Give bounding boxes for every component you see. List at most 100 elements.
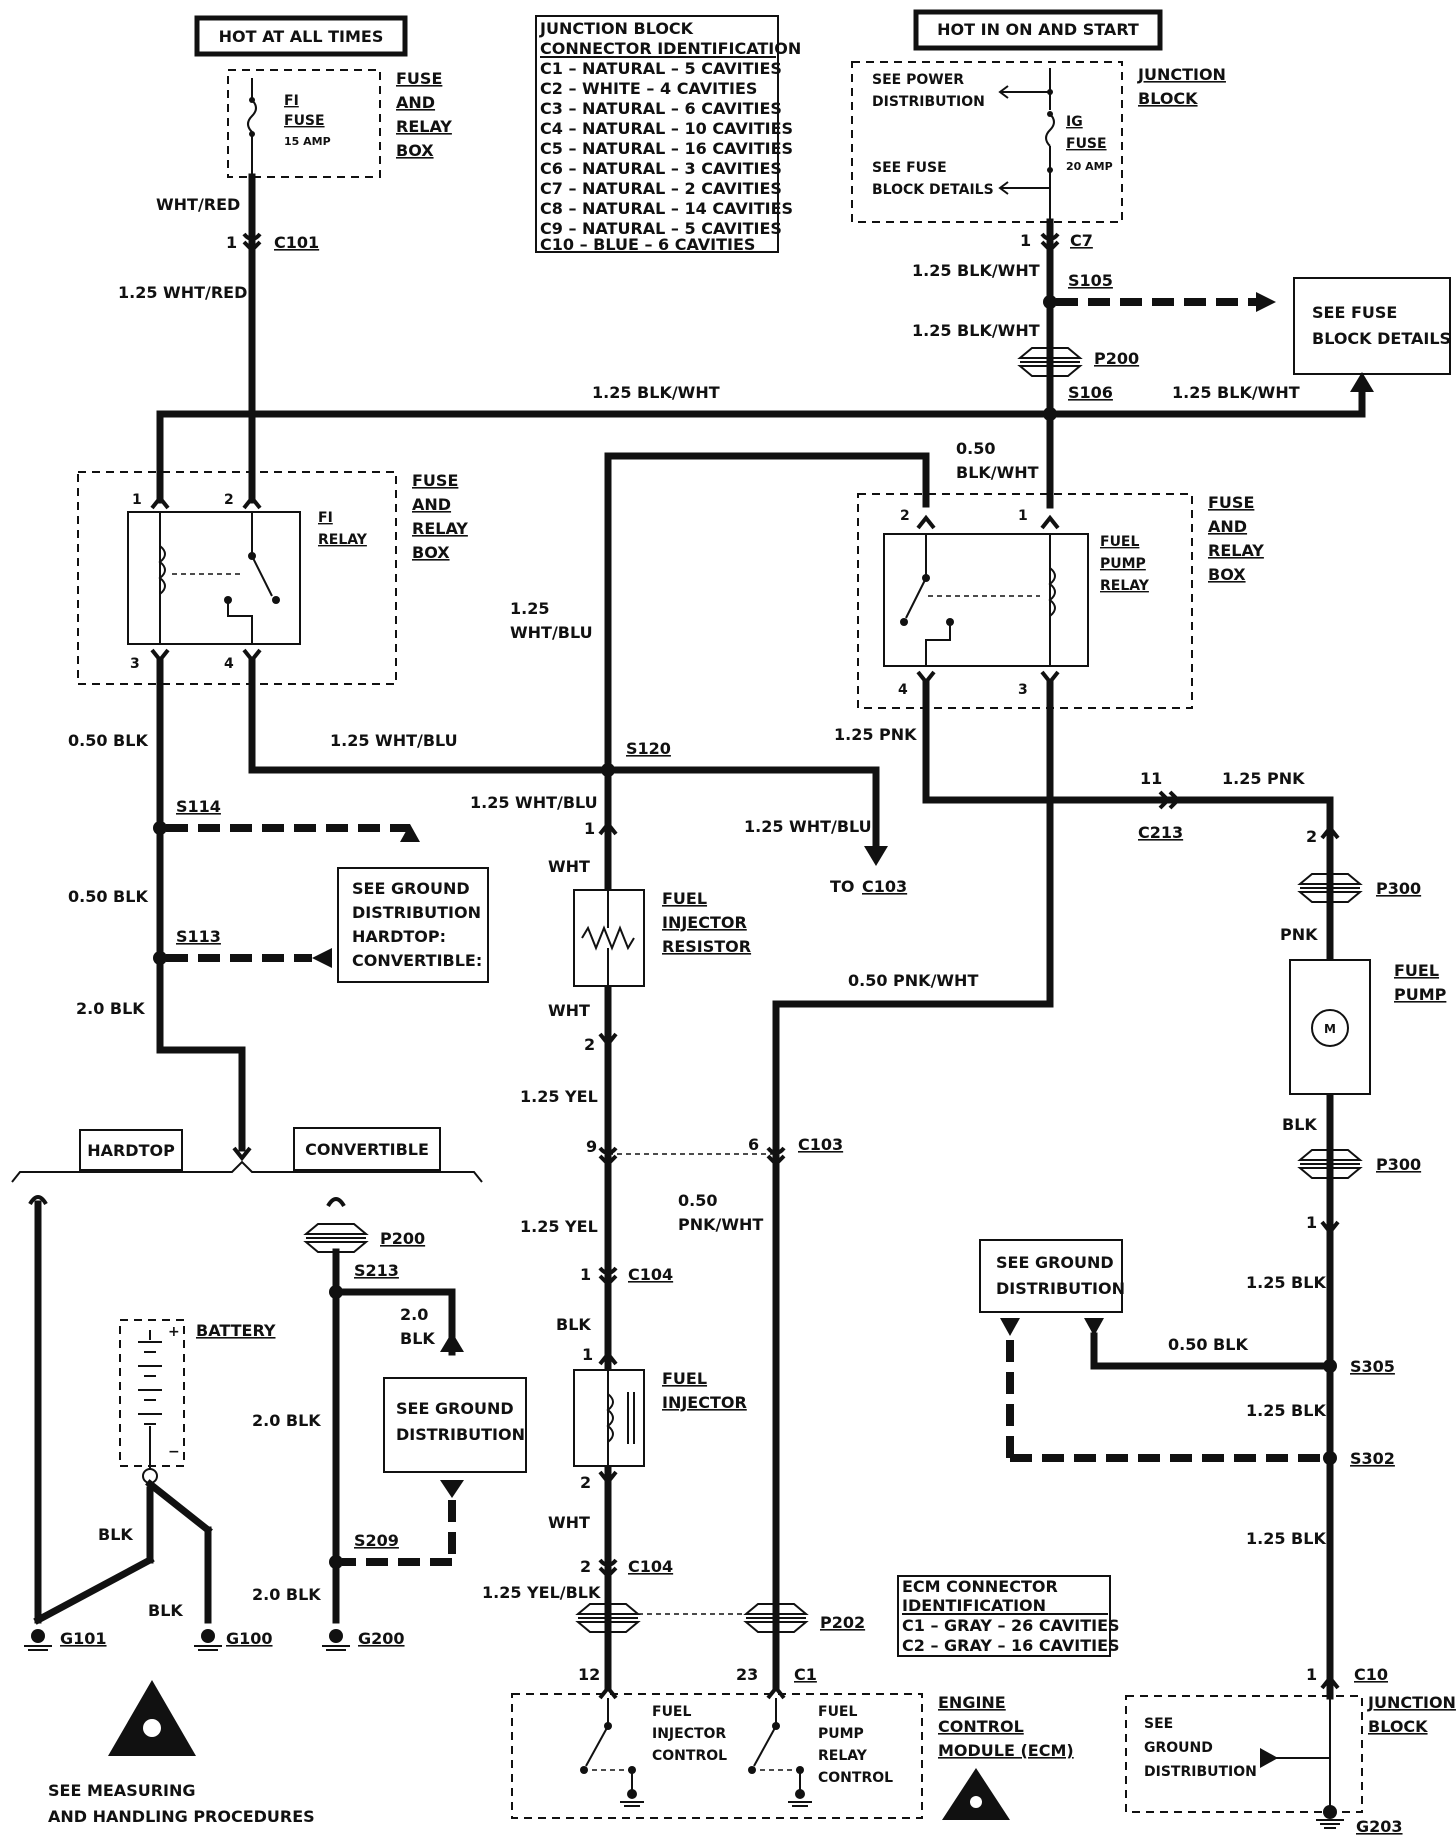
jb-id-row: C8 – NATURAL – 14 CAVITIES bbox=[540, 199, 793, 218]
svg-text:S213: S213 bbox=[354, 1261, 399, 1280]
svg-text:C104: C104 bbox=[628, 1265, 673, 1284]
svg-text:23: 23 bbox=[736, 1665, 758, 1684]
f1-relay-box: 1 2 3 4 FI RELAY bbox=[77, 471, 397, 685]
svg-text:FUSE: FUSE bbox=[1208, 493, 1254, 512]
s209-splice bbox=[329, 1555, 343, 1569]
f1-relay-name: FI bbox=[318, 510, 333, 526]
svg-text:G101: G101 bbox=[60, 1629, 107, 1648]
svg-text:2.0 BLK: 2.0 BLK bbox=[252, 1585, 321, 1604]
svg-text:1.25 BLK: 1.25 BLK bbox=[1246, 1401, 1326, 1420]
junction-block-id-table: JUNCTION BLOCK CONNECTOR IDENTIFICATION … bbox=[535, 15, 801, 254]
svg-text:0.50: 0.50 bbox=[956, 439, 995, 458]
svg-text:DISTRIBUTION: DISTRIBUTION bbox=[352, 903, 481, 922]
junction-block-top-label: JUNCTION BLOCK bbox=[1137, 65, 1226, 108]
svg-text:WHT/BLU: WHT/BLU bbox=[510, 623, 593, 642]
jb-id-title-2: CONNECTOR IDENTIFICATION bbox=[540, 39, 801, 58]
measuring-text: AND HANDLING PROCEDURES bbox=[48, 1807, 315, 1826]
svg-text:1.25 BLK/WHT: 1.25 BLK/WHT bbox=[912, 321, 1040, 340]
see-fuse-block-details-inner: SEE FUSE bbox=[872, 160, 947, 176]
measuring-text: SEE MEASURING bbox=[48, 1781, 196, 1800]
svg-text:BLOCK DETAILS: BLOCK DETAILS bbox=[1312, 329, 1451, 348]
svg-text:BLOCK: BLOCK bbox=[1138, 89, 1198, 108]
svg-text:HARDTOP:: HARDTOP: bbox=[352, 927, 446, 946]
svg-text:AND: AND bbox=[412, 495, 451, 514]
svg-text:CONTROL: CONTROL bbox=[938, 1717, 1024, 1736]
g200-ground: G200 bbox=[322, 1629, 405, 1651]
f1-fuse-rating: 15 AMP bbox=[284, 135, 331, 148]
svg-text:P200: P200 bbox=[380, 1229, 425, 1248]
svg-text:BOX: BOX bbox=[396, 141, 434, 160]
see-ground-dist-mid-callout bbox=[383, 1377, 527, 1473]
svg-text:1: 1 bbox=[1018, 508, 1028, 524]
svg-text:1: 1 bbox=[582, 1345, 593, 1364]
svg-text:BLK: BLK bbox=[148, 1601, 183, 1620]
s120-splice bbox=[601, 763, 615, 777]
junction-block-top: SEE POWER DISTRIBUTION SEE FUSE BLOCK DE… bbox=[851, 61, 1123, 223]
ecm-box: FUEL INJECTOR CONTROL FUEL PUMP RELAY CO… bbox=[511, 1693, 923, 1819]
svg-text:0.50: 0.50 bbox=[678, 1191, 717, 1210]
ecm-id-table: ECM CONNECTOR IDENTIFICATION C1 – GRAY –… bbox=[897, 1575, 1120, 1657]
svg-text:CONTROL: CONTROL bbox=[818, 1770, 893, 1786]
svg-text:JUNCTION: JUNCTION bbox=[1367, 1693, 1456, 1712]
see-fuse-block-details-inner: BLOCK DETAILS bbox=[872, 182, 994, 198]
svg-text:1.25 BLK/WHT: 1.25 BLK/WHT bbox=[1172, 383, 1300, 402]
fuse-relay-box-label-1: FUSE AND RELAY BOX bbox=[396, 69, 452, 160]
svg-text:FUEL: FUEL bbox=[818, 1704, 857, 1720]
ig-fuse-name: FUSE bbox=[1066, 136, 1107, 152]
svg-text:−: − bbox=[168, 1444, 180, 1460]
svg-text:1.25 WHT/BLU: 1.25 WHT/BLU bbox=[330, 731, 458, 750]
svg-text:1: 1 bbox=[584, 819, 595, 838]
jb-id-row: C5 – NATURAL – 16 CAVITIES bbox=[540, 139, 793, 158]
svg-text:0.50 BLK: 0.50 BLK bbox=[1168, 1335, 1248, 1354]
p300-connector-lower: P300 bbox=[1297, 1149, 1421, 1179]
jb-id-row: C2 – WHITE – 4 CAVITIES bbox=[540, 79, 757, 98]
svg-text:0.50 BLK: 0.50 BLK bbox=[68, 731, 148, 750]
hot-at-all-times-label: HOT AT ALL TIMES bbox=[219, 27, 384, 46]
svg-text:BOX: BOX bbox=[412, 543, 450, 562]
hot-at-all-times-header: HOT AT ALL TIMES bbox=[194, 15, 408, 57]
svg-text:WHT: WHT bbox=[548, 1513, 590, 1532]
svg-text:C1 – GRAY – 26 CAVITIES: C1 – GRAY – 26 CAVITIES bbox=[902, 1616, 1120, 1635]
svg-text:AND: AND bbox=[1208, 517, 1247, 536]
c101-label: C101 bbox=[274, 233, 319, 252]
svg-text:DISTRIBUTION: DISTRIBUTION bbox=[996, 1279, 1125, 1298]
g203-ground: G203 bbox=[1316, 1805, 1403, 1836]
svg-text:3: 3 bbox=[1018, 682, 1028, 698]
jb-id-row: C1 – NATURAL – 5 CAVITIES bbox=[540, 59, 782, 78]
hardtop-label-box: HARDTOP bbox=[79, 1129, 183, 1171]
svg-text:1.25 YEL: 1.25 YEL bbox=[520, 1217, 598, 1236]
svg-text:WHT: WHT bbox=[548, 1001, 590, 1020]
p300-connector-upper: P300 bbox=[1297, 873, 1421, 903]
s305-splice bbox=[1323, 1359, 1337, 1373]
svg-text:DISTRIBUTION: DISTRIBUTION bbox=[396, 1425, 525, 1444]
g100-ground: G100 bbox=[194, 1629, 273, 1651]
svg-text:INJECTOR: INJECTOR bbox=[662, 913, 747, 932]
svg-text:G200: G200 bbox=[358, 1629, 405, 1648]
svg-text:1.25 BLK: 1.25 BLK bbox=[1246, 1273, 1326, 1292]
svg-text:1: 1 bbox=[1306, 1665, 1317, 1684]
svg-text:1: 1 bbox=[1306, 1213, 1317, 1232]
svg-text:2: 2 bbox=[584, 1035, 595, 1054]
svg-text:BATTERY: BATTERY bbox=[196, 1321, 276, 1340]
svg-text:3: 3 bbox=[130, 656, 140, 672]
svg-text:1: 1 bbox=[226, 233, 237, 252]
svg-text:GROUND: GROUND bbox=[1144, 1740, 1213, 1756]
jb-id-row: C6 – NATURAL – 3 CAVITIES bbox=[540, 159, 782, 178]
fuel-pump: M FUEL PUMP bbox=[1289, 959, 1447, 1095]
f1-relay-name: RELAY bbox=[318, 532, 368, 548]
svg-text:SEE GROUND: SEE GROUND bbox=[352, 879, 470, 898]
p200-connector-top: P200 bbox=[1017, 347, 1139, 377]
wire-label-125-wht-red: 1.25 WHT/RED bbox=[118, 283, 247, 302]
svg-text:PUMP: PUMP bbox=[1100, 556, 1146, 572]
svg-text:CONTROL: CONTROL bbox=[652, 1748, 727, 1764]
svg-text:1.25 YEL/BLK: 1.25 YEL/BLK bbox=[482, 1583, 601, 1602]
svg-text:RESISTOR: RESISTOR bbox=[662, 937, 751, 956]
jb-id-row: C3 – NATURAL – 6 CAVITIES bbox=[540, 99, 782, 118]
svg-text:6: 6 bbox=[748, 1135, 759, 1154]
fuse-relay-box-label-3: FUSE AND RELAY BOX bbox=[1208, 493, 1264, 584]
svg-text:S120: S120 bbox=[626, 739, 671, 758]
svg-text:1.25 PNK: 1.25 PNK bbox=[834, 725, 917, 744]
ecm-label: ENGINE CONTROL MODULE (ECM) bbox=[938, 1693, 1074, 1760]
svg-text:1.25 BLK: 1.25 BLK bbox=[1246, 1529, 1326, 1548]
